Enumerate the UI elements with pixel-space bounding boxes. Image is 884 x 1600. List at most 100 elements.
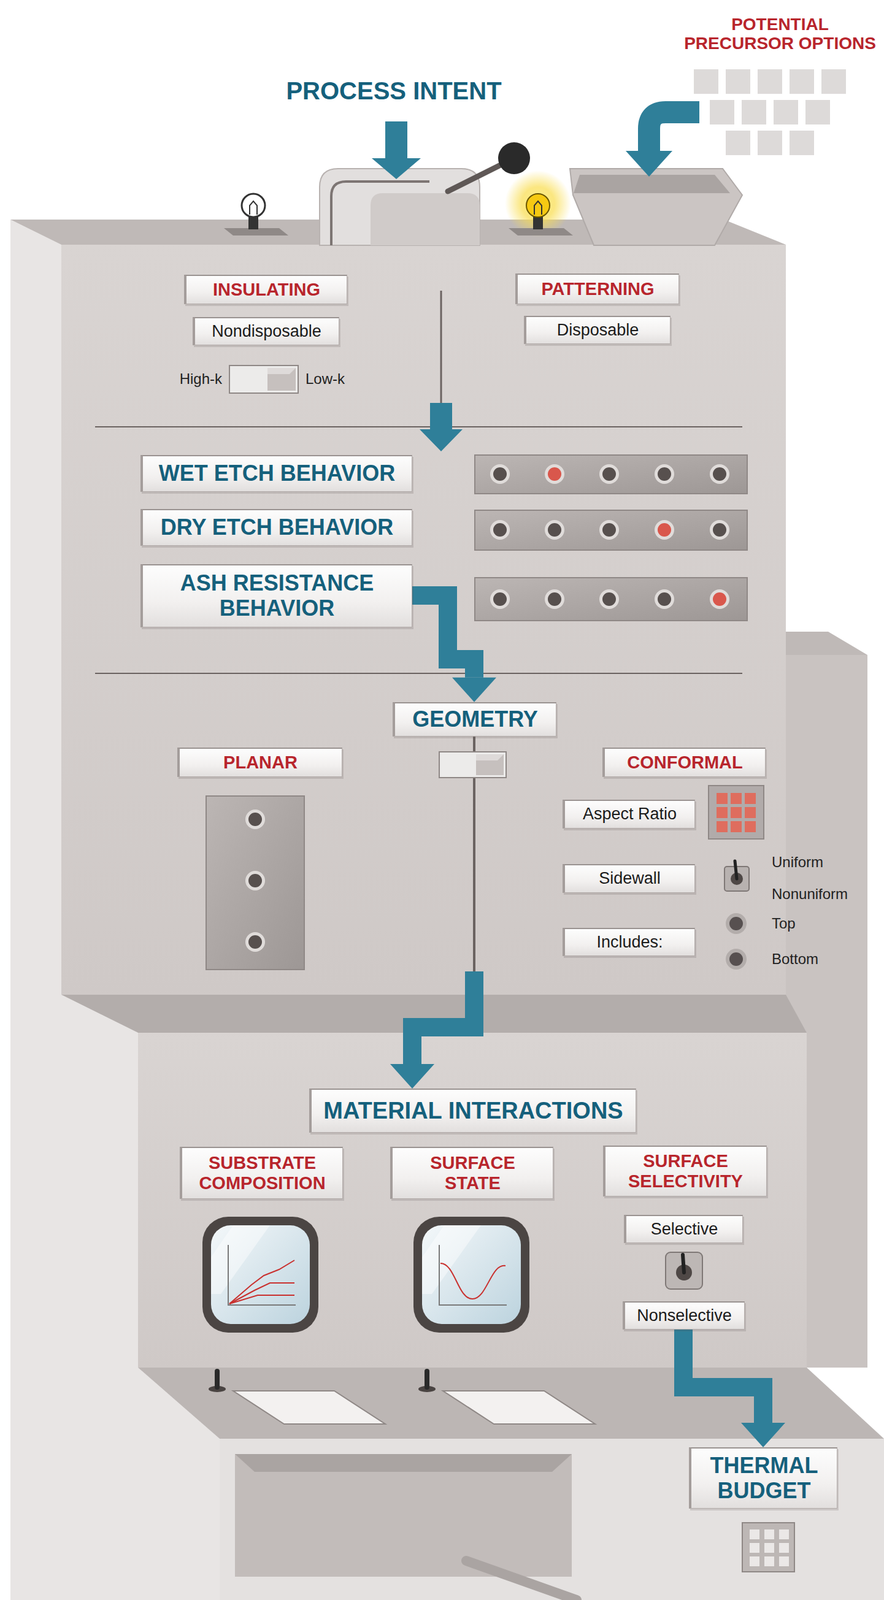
planar-panel xyxy=(245,809,266,830)
indicator-panel xyxy=(602,592,616,607)
indicator-panel xyxy=(474,510,748,551)
thermal-keypad xyxy=(749,1556,760,1567)
option-plaque: Nondisposable xyxy=(192,317,340,346)
aspect-keypad xyxy=(730,807,742,819)
indicator-panel xyxy=(544,464,565,485)
machine-body xyxy=(138,1033,807,1369)
planar-panel xyxy=(248,812,262,827)
indicator-panel xyxy=(654,464,675,485)
thermal-keypad xyxy=(764,1556,775,1567)
section-divider xyxy=(95,426,743,428)
aspect-keypad xyxy=(716,793,756,833)
aspect-keypad xyxy=(716,821,728,833)
indicator-panel xyxy=(474,455,748,621)
category-plaque: SURFACE STATE xyxy=(390,1147,554,1200)
thermal-keypad xyxy=(742,1523,795,1573)
thermal-keypad xyxy=(742,1523,795,1573)
indicator-panel xyxy=(712,523,727,537)
planar-panel xyxy=(248,935,262,950)
chart-screen xyxy=(439,1245,507,1306)
lever xyxy=(498,142,531,175)
precursor-heading: POTENTIAL PRECURSOR OPTIONS xyxy=(679,12,881,56)
plaque-text: Nondisposable xyxy=(211,322,323,341)
chart-screen xyxy=(422,1225,521,1325)
indicator-panel xyxy=(712,467,727,481)
lightbulb-on xyxy=(534,201,542,215)
pipe-segment xyxy=(412,595,475,678)
precursor-tiles xyxy=(741,99,767,125)
option-label: Bottom xyxy=(771,950,819,969)
section-plaque: GEOMETRY xyxy=(392,702,557,737)
feed-arrow xyxy=(371,158,421,180)
indicator-panel xyxy=(544,589,565,610)
chart-screen xyxy=(202,1217,319,1334)
indicator-panel xyxy=(474,455,748,494)
indicator-panel xyxy=(493,467,507,481)
flow-arrow xyxy=(419,429,463,452)
chart-screen xyxy=(440,1263,506,1300)
indicator-panel xyxy=(599,520,619,540)
plaque-text: POTENTIAL PRECURSOR OPTIONS xyxy=(684,14,877,54)
planar-panel xyxy=(245,871,266,891)
planar-panel xyxy=(248,874,262,888)
geometry-switch xyxy=(476,754,504,776)
indicator-panel xyxy=(657,523,672,537)
indicator-panel xyxy=(602,467,616,481)
thermal-keypad xyxy=(764,1529,775,1540)
feed-arrow xyxy=(625,150,673,177)
geometry-switch xyxy=(439,752,507,778)
indicator-dot xyxy=(725,949,747,970)
indicator-dot xyxy=(725,913,747,970)
option-label: Top xyxy=(771,915,796,933)
indicator-panel xyxy=(657,592,672,607)
precursor-tiles xyxy=(693,69,846,156)
plaque-text: ASH RESISTANCE BEHAVIOR xyxy=(179,571,375,621)
intake-hatch xyxy=(331,181,430,246)
indicator-panel xyxy=(490,520,510,540)
toggle-switch xyxy=(724,861,750,892)
indicator-panel xyxy=(654,589,675,610)
slide-switch xyxy=(267,368,296,391)
option-plaque: Aspect Ratio xyxy=(562,799,696,829)
chart-screen xyxy=(229,1283,295,1305)
thermal-keypad xyxy=(749,1543,760,1554)
toggle-switch xyxy=(734,861,737,880)
indicator-panel xyxy=(712,592,727,607)
feed-arrow xyxy=(385,121,408,160)
precursor-tiles xyxy=(709,99,735,125)
section-plaque: THERMAL BUDGET xyxy=(688,1447,838,1510)
aspect-keypad xyxy=(744,807,756,819)
aspect-keypad xyxy=(708,785,764,840)
slide-switch xyxy=(229,365,299,394)
geometry-switch xyxy=(439,752,507,778)
plaque-text: PROCESS INTENT xyxy=(285,77,503,105)
flow-pipe xyxy=(683,1329,786,1448)
precursor-hopper xyxy=(569,168,743,246)
indicator-panel xyxy=(490,464,510,485)
precursor-tiles xyxy=(789,69,815,94)
ledge-lever xyxy=(424,1371,430,1388)
ledge-lever xyxy=(214,1371,220,1388)
plaque-text: PATTERNING xyxy=(540,279,656,299)
indicator-panel xyxy=(493,592,507,607)
lightbulb-on xyxy=(533,215,543,230)
indicator-panel xyxy=(602,523,616,537)
thermal-keypad xyxy=(749,1529,760,1540)
ledge-lever xyxy=(233,1391,386,1425)
option-label: High-k xyxy=(179,370,223,388)
indicator-panel xyxy=(709,464,730,485)
flow-arrow xyxy=(430,403,453,431)
plaque-text: GEOMETRY xyxy=(411,707,539,732)
plaque-text: DRY ETCH BEHAVIOR xyxy=(160,515,395,540)
thermal-keypad xyxy=(749,1529,789,1567)
category-plaque: INSULATING xyxy=(184,274,348,305)
plaque-text: THERMAL BUDGET xyxy=(709,1453,819,1504)
plaque-text: CONFORMAL xyxy=(626,752,744,773)
lightbulb-on xyxy=(526,193,550,218)
option-label: Uniform xyxy=(771,853,824,872)
arrow-head xyxy=(390,1064,435,1089)
planar-panel xyxy=(206,796,305,970)
slide-switch xyxy=(229,365,299,394)
